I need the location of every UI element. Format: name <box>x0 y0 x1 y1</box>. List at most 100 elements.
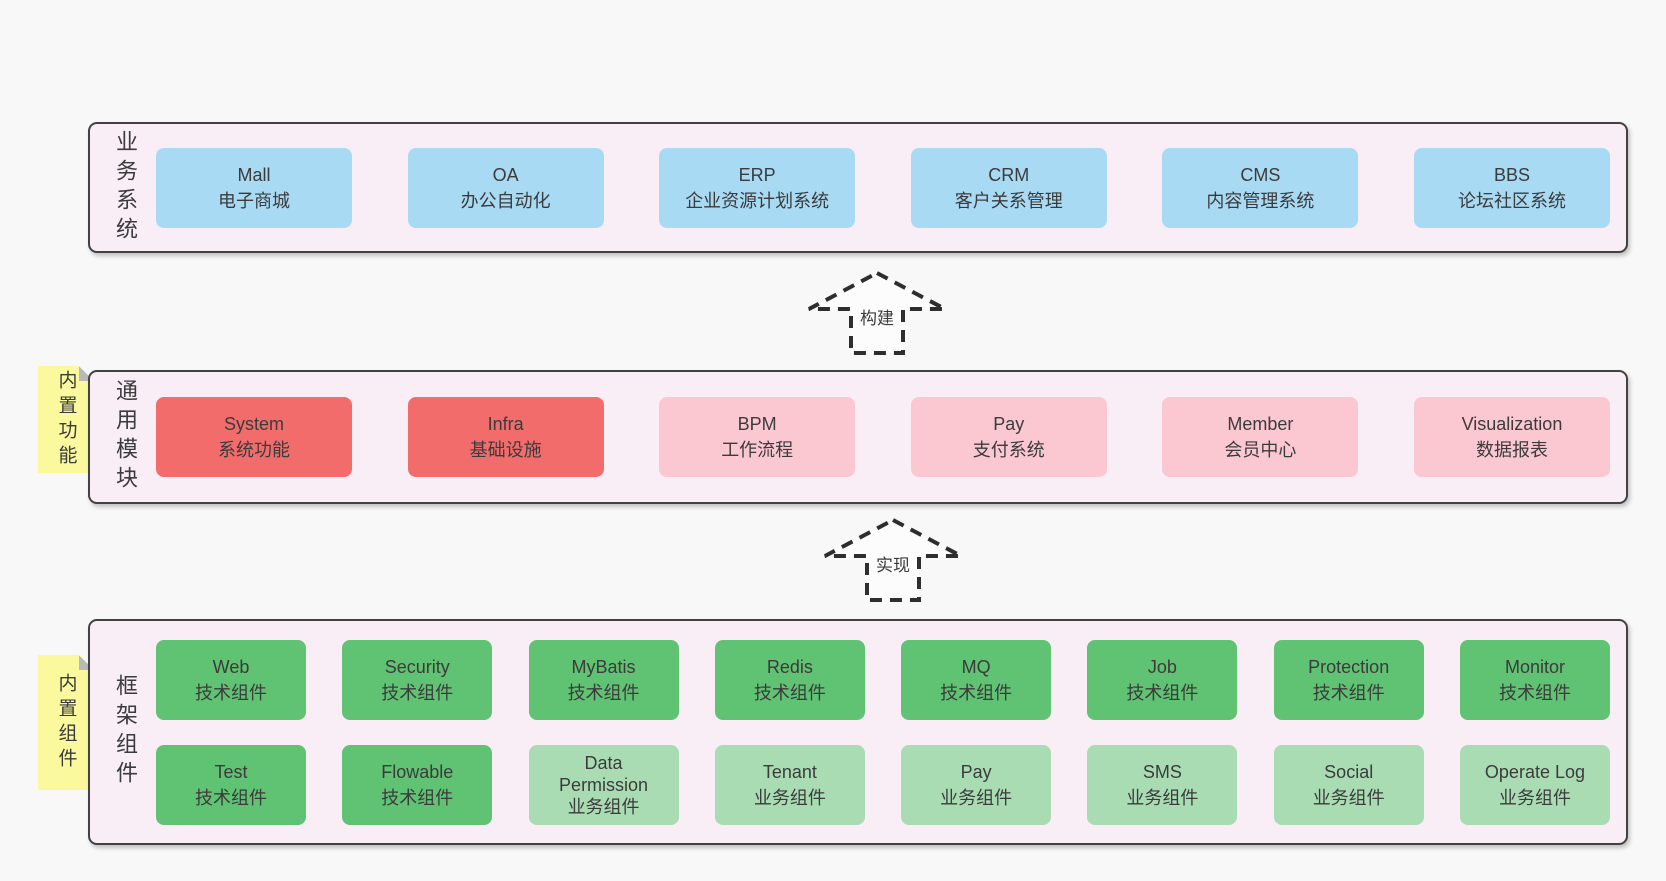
box-subtitle: 支付系统 <box>972 440 1045 460</box>
box-subtitle: 业务组件 <box>1498 787 1571 808</box>
framework-row-1: Web 技术组件 Security 技术组件 MyBatis 技术组件 Redi… <box>156 639 1610 720</box>
box-pay: Pay 支付系统 <box>910 397 1107 477</box>
arrow-implement: 实现 <box>822 517 964 603</box>
box-subtitle: 业务组件 <box>1312 787 1385 808</box>
layer-common-modules: 通用模块 System 系统功能 Infra 基础设施 BPM 工作流程 Pay… <box>88 370 1628 504</box>
box-member: Member 会员中心 <box>1162 397 1359 477</box>
box-title: Member <box>1227 414 1294 434</box>
arrow-build-label: 构建 <box>856 303 898 330</box>
module-boxes: System 系统功能 Infra 基础设施 BPM 工作流程 Pay 支付系统… <box>156 397 1610 477</box>
box-title: Pay <box>960 761 992 782</box>
box-subtitle: 电子商城 <box>218 190 290 211</box>
box-title: Pay <box>993 414 1025 434</box>
sticky-note-builtin-components: 内置组件 <box>38 655 94 790</box>
box-subtitle: 技术组件 <box>1498 682 1571 703</box>
box-title: Job <box>1147 656 1177 677</box>
box-flowable: Flowable 技术组件 <box>342 744 493 825</box>
box-subtitle: 业务组件 <box>753 787 826 808</box>
box-subtitle: 企业资源计划系统 <box>685 190 830 211</box>
box-subtitle: 业务组件 <box>567 796 640 817</box>
arrow-implement-label: 实现 <box>872 550 914 577</box>
box-title: Flowable <box>381 761 454 782</box>
box-title: Infra <box>487 414 524 434</box>
box-subtitle: 工作流程 <box>721 440 794 460</box>
box-subtitle: 系统功能 <box>218 440 290 460</box>
box-erp: ERP 企业资源计划系统 <box>659 147 856 228</box>
box-subtitle: 技术组件 <box>381 787 454 808</box>
box-subtitle: 技术组件 <box>753 682 826 703</box>
box-visualization: Visualization 数据报表 <box>1413 397 1610 477</box>
box-subtitle: 技术组件 <box>940 682 1013 703</box>
box-cms: CMS 内容管理系统 <box>1162 147 1359 228</box>
box-title: OA <box>492 164 519 185</box>
box-title: MyBatis <box>571 656 636 677</box>
box-title: Protection <box>1308 656 1390 677</box>
box-social: Social 业务组件 <box>1273 744 1424 825</box>
sticky-note-builtin-features: 内置功能 <box>38 366 94 473</box>
box-pay-biz: Pay 业务组件 <box>901 744 1052 825</box>
box-title: Social <box>1324 761 1374 782</box>
box-title: CMS <box>1240 164 1281 185</box>
box-redis: Redis 技术组件 <box>714 639 865 720</box>
box-subtitle: 技术组件 <box>195 787 267 808</box>
box-subtitle: 内容管理系统 <box>1206 190 1315 211</box>
box-title: System <box>223 414 284 434</box>
box-title: BBS <box>1493 164 1530 185</box>
box-subtitle: 业务组件 <box>1126 787 1199 808</box>
box-subtitle: 数据报表 <box>1475 440 1548 460</box>
box-title: Operate Log <box>1484 761 1585 782</box>
sticky-note-label: 内置组件 <box>55 672 77 773</box>
box-mybatis: MyBatis 技术组件 <box>528 639 679 720</box>
layer-business-systems: 业务系统 Mall 电子商城 OA 办公自动化 ERP 企业资源计划系统 CRM… <box>88 122 1628 253</box>
box-title: SMS <box>1142 761 1182 782</box>
box-subtitle: 会员中心 <box>1224 440 1297 460</box>
box-tenant: Tenant 业务组件 <box>714 744 865 825</box>
layer-label-modules: 通用模块 <box>113 379 138 495</box>
box-title: CRM <box>988 164 1030 185</box>
box-mq: MQ 技术组件 <box>901 639 1052 720</box>
box-subtitle: 技术组件 <box>1312 682 1385 703</box>
box-job: Job 技术组件 <box>1087 639 1238 720</box>
box-title: Tenant <box>762 761 817 782</box>
box-subtitle: 客户关系管理 <box>954 190 1063 211</box>
box-oa: OA 办公自动化 <box>407 147 604 228</box>
box-web: Web 技术组件 <box>156 639 306 720</box>
box-subtitle: 技术组件 <box>1126 682 1199 703</box>
box-monitor: Monitor 技术组件 <box>1459 639 1610 720</box>
box-title: ERP <box>738 164 776 185</box>
box-operate-log: Operate Log 业务组件 <box>1459 744 1610 825</box>
box-title: Mall <box>237 164 271 185</box>
box-title: MQ <box>961 656 991 677</box>
box-title: BPM <box>737 414 777 434</box>
box-subtitle: 论坛社区系统 <box>1457 190 1566 211</box>
box-title: Visualization <box>1461 414 1563 434</box>
box-subtitle: 业务组件 <box>940 787 1013 808</box>
framework-boxes: Web 技术组件 Security 技术组件 MyBatis 技术组件 Redi… <box>156 639 1610 825</box>
box-subtitle: 技术组件 <box>567 682 640 703</box>
box-title: Security <box>384 656 450 677</box>
box-system: System 系统功能 <box>156 397 352 477</box>
box-infra: Infra 基础设施 <box>407 397 604 477</box>
framework-row-2: Test 技术组件 Flowable 技术组件 Data Permission … <box>156 744 1610 825</box>
arrow-build: 构建 <box>806 270 948 356</box>
box-protection: Protection 技术组件 <box>1273 639 1424 720</box>
box-security: Security 技术组件 <box>342 639 493 720</box>
layer-label-business: 业务系统 <box>113 129 138 246</box>
box-mall: Mall 电子商城 <box>156 147 352 228</box>
box-subtitle: 技术组件 <box>195 682 267 703</box>
business-boxes: Mall 电子商城 OA 办公自动化 ERP 企业资源计划系统 CRM 客户关系… <box>156 147 1610 228</box>
box-title: Monitor <box>1504 656 1565 677</box>
box-subtitle: 基础设施 <box>469 440 542 460</box>
box-bpm: BPM 工作流程 <box>659 397 856 477</box>
layer-framework-components: 框架组件 Web 技术组件 Security 技术组件 MyBatis 技术组件… <box>88 619 1628 845</box>
box-bbs: BBS 论坛社区系统 <box>1413 147 1610 228</box>
box-crm: CRM 客户关系管理 <box>910 147 1107 228</box>
box-title: Redis <box>766 656 813 677</box>
box-title: Test <box>214 761 248 782</box>
layer-label-framework: 框架组件 <box>113 674 138 790</box>
box-test: Test 技术组件 <box>156 744 306 825</box>
sticky-note-label: 内置功能 <box>55 369 77 470</box>
box-data-permission: Data Permission 业务组件 <box>528 744 679 825</box>
box-title: Web <box>212 656 250 677</box>
